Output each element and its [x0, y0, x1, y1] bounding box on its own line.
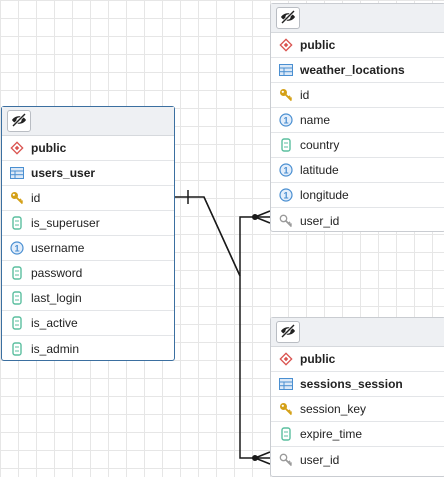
svg-text:1: 1 — [283, 116, 288, 126]
svg-text:1: 1 — [283, 191, 288, 201]
boolean-icon — [279, 138, 293, 152]
column-name: longitude — [300, 188, 349, 202]
schema-row: public — [271, 347, 444, 372]
column-name: country — [300, 138, 340, 152]
column-list: session_key expire_time user_id — [271, 397, 444, 472]
key-icon — [279, 88, 293, 102]
eye-off-icon — [280, 323, 296, 341]
table-icon — [279, 377, 293, 391]
info-icon: 1 — [279, 188, 293, 202]
column-row-id[interactable]: id — [2, 186, 174, 211]
column-row-name[interactable]: 1 name — [271, 108, 444, 133]
schema-icon — [10, 141, 24, 155]
schema-name: public — [31, 141, 67, 155]
column-row-is-active[interactable]: is_active — [2, 311, 174, 336]
column-name: expire_time — [300, 427, 363, 441]
column-name: user_id — [300, 452, 340, 467]
column-row-user-id[interactable]: user_id — [271, 447, 444, 472]
relation-users-sessions[interactable] — [203, 196, 271, 465]
schema-row: public — [271, 33, 444, 58]
crowfoot-dot-weather — [252, 214, 258, 220]
column-row-longitude[interactable]: 1 longitude — [271, 183, 444, 208]
schema-icon — [279, 38, 293, 52]
table-name: sessions_session — [300, 377, 403, 391]
column-name: user_id — [300, 213, 340, 228]
table-header[interactable] — [271, 4, 444, 33]
column-name: name — [300, 113, 331, 127]
column-name: last_login — [31, 291, 82, 305]
table-header[interactable] — [271, 318, 444, 347]
column-name: is_superuser — [31, 216, 100, 230]
info-icon: 1 — [279, 113, 293, 127]
column-name: is_admin — [31, 341, 80, 356]
svg-text:1: 1 — [14, 244, 19, 254]
column-row-latitude[interactable]: 1 latitude — [271, 158, 444, 183]
crowfoot-dot-sessions — [252, 455, 258, 461]
column-row-username[interactable]: 1 username — [2, 236, 174, 261]
table-name-row: sessions_session — [271, 372, 444, 397]
column-row-country[interactable]: country — [271, 133, 444, 158]
key-icon — [279, 402, 293, 416]
info-icon: 1 — [10, 241, 24, 255]
schema-icon — [279, 352, 293, 366]
table-icon — [279, 63, 293, 77]
hide-table-button[interactable] — [276, 7, 300, 29]
hide-table-button[interactable] — [276, 321, 300, 343]
column-row-id[interactable]: id — [271, 83, 444, 108]
schema-row: public — [2, 136, 174, 161]
foreign-key-icon — [279, 214, 293, 228]
table-name-row: weather_locations — [271, 58, 444, 83]
foreign-key-icon — [279, 453, 293, 467]
table-users-user[interactable]: public users_user id is_superuser 1 usernam… — [1, 106, 175, 361]
column-name: id — [31, 191, 41, 205]
column-row-password[interactable]: password — [2, 261, 174, 286]
table-name: weather_locations — [300, 63, 405, 77]
boolean-icon — [10, 291, 24, 305]
column-list: id is_superuser 1 username password last_logi… — [2, 186, 174, 361]
info-icon: 1 — [279, 163, 293, 177]
svg-text:1: 1 — [283, 166, 288, 176]
column-name: session_key — [300, 402, 367, 416]
column-name: password — [31, 266, 83, 280]
relation-users-weather[interactable] — [175, 190, 271, 277]
column-row-session-key[interactable]: session_key — [271, 397, 444, 422]
column-row-last-login[interactable]: last_login — [2, 286, 174, 311]
schema-name: public — [300, 38, 336, 52]
column-name: is_active — [31, 316, 78, 330]
table-icon — [10, 166, 24, 180]
key-icon — [10, 191, 24, 205]
column-row-is-admin[interactable]: is_admin — [2, 336, 174, 361]
boolean-icon — [10, 316, 24, 330]
boolean-icon — [279, 427, 293, 441]
hide-table-button[interactable] — [7, 110, 31, 132]
boolean-icon — [10, 266, 24, 280]
schema-name: public — [300, 352, 336, 366]
eye-off-icon — [11, 112, 27, 130]
column-name: latitude — [300, 163, 339, 177]
table-weather-locations[interactable]: public weather_locations id 1 name country 1… — [270, 3, 444, 232]
table-name-row: users_user — [2, 161, 174, 186]
column-name: username — [31, 241, 85, 255]
column-row-expire-time[interactable]: expire_time — [271, 422, 444, 447]
boolean-icon — [10, 216, 24, 230]
column-list: id 1 name country 1 latitude 1 longitude user_id — [271, 83, 444, 233]
eye-off-icon — [280, 9, 296, 27]
column-row-user-id[interactable]: user_id — [271, 208, 444, 233]
boolean-icon — [10, 341, 24, 356]
column-name: id — [300, 88, 310, 102]
table-header[interactable] — [2, 107, 174, 136]
table-name: users_user — [31, 166, 96, 180]
column-row-is-superuser[interactable]: is_superuser — [2, 211, 174, 236]
